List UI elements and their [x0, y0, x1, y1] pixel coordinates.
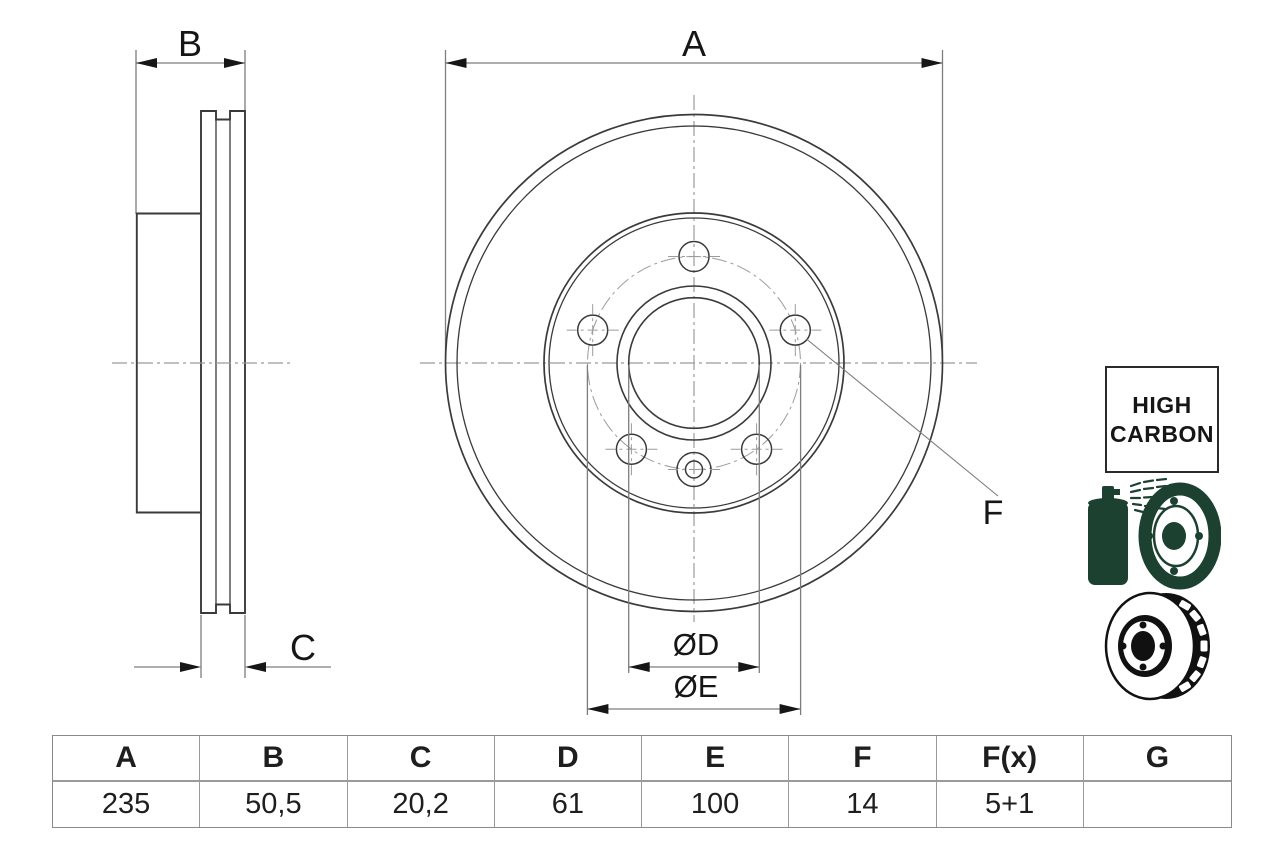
dimension-b: B [136, 23, 245, 68]
dim-label-a: A [682, 23, 706, 64]
dimension-e: ØE [587, 669, 801, 714]
table-value-g [1084, 782, 1231, 827]
center-bore [627, 296, 761, 430]
side-view-drawing: B C [112, 23, 331, 678]
table-header-f: F [789, 736, 937, 780]
dimension-f: F [806, 338, 1004, 532]
hat-inner-circle [548, 217, 840, 509]
dim-label-d: ØD [673, 627, 720, 662]
table-value-d: 61 [495, 782, 642, 827]
table-value-fx: 5+1 [937, 782, 1084, 827]
table-header-a: A [53, 736, 201, 780]
dimension-d: ØD [628, 627, 760, 672]
bolt-holes [566, 240, 822, 476]
disc-ring-profile [200, 110, 246, 614]
table-header-c: C [348, 736, 495, 780]
table-value-b: 50,5 [200, 782, 348, 827]
dimension-table: A B C D E F F(x) G 235 50,5 20,2 61 100 … [52, 735, 1232, 828]
table-value-e: 100 [642, 782, 790, 827]
center-bore-chamfer [616, 285, 772, 441]
dim-label-e: ØE [674, 669, 719, 704]
badge-line2: CARBON [1110, 420, 1214, 447]
front-view-drawing: A [420, 23, 1003, 715]
table-value-row: 235 50,5 20,2 61 100 14 5+1 [53, 782, 1231, 827]
dimension-c: C [134, 627, 331, 672]
spray-mist [1129, 478, 1180, 518]
disc-hub [1118, 615, 1172, 677]
dimension-a: A [445, 23, 943, 68]
high-carbon-badge: HIGH CARBON [1105, 366, 1219, 473]
table-header-g: G [1145, 741, 1170, 774]
rim-inner-circle [456, 125, 932, 601]
table-value-c: 20,2 [348, 782, 495, 827]
table-header-row: A B C D E F F(x) G [53, 736, 1231, 782]
dim-label-f: F [983, 494, 1004, 532]
badge-line1: HIGH [1132, 392, 1192, 419]
dim-label-b: B [178, 23, 202, 64]
locating-hole [668, 451, 720, 488]
table-header-fx: F(x) [937, 736, 1084, 780]
hat-outer-circle [543, 212, 845, 514]
vent-slots [1179, 600, 1208, 692]
table-header-d: D [495, 736, 642, 780]
table-header-b: B [200, 736, 348, 780]
table-header-e: E [642, 736, 790, 780]
vented-brake-disc-icon [1104, 591, 1210, 701]
technical-drawing: B C [112, 23, 1003, 715]
table-value-a: 235 [53, 782, 201, 827]
table-value-f: 14 [789, 782, 937, 827]
dim-label-c: C [290, 627, 316, 668]
spray-coating-icon [1088, 478, 1221, 590]
disc-hat-profile [135, 212, 201, 514]
outer-diameter-circle [444, 113, 944, 613]
